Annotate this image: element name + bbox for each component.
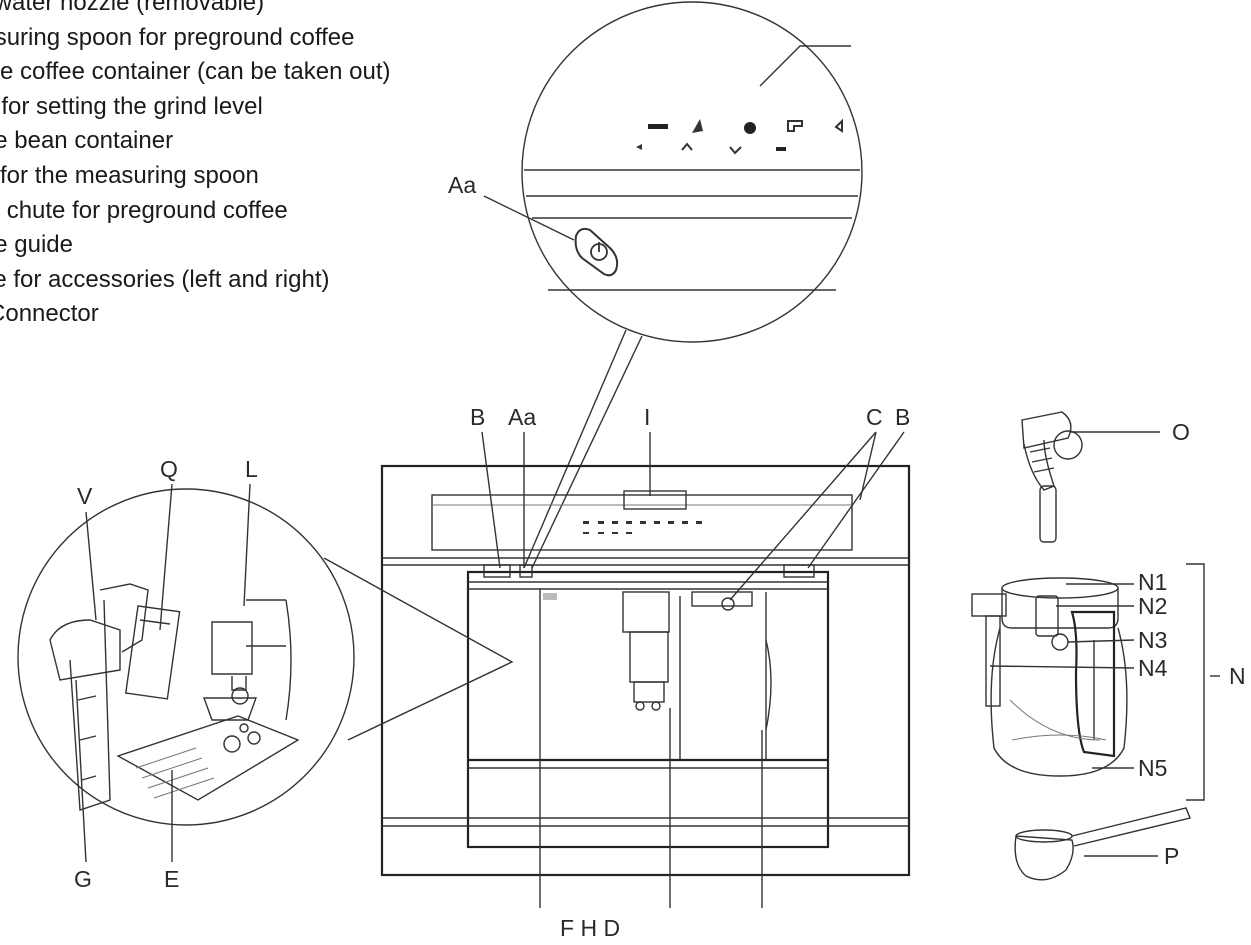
callout-q: Q <box>160 456 178 482</box>
callout-n3: N3 <box>1138 627 1167 653</box>
legend-item: ing chute for preground coffee <box>0 196 288 224</box>
legend-item: ffee bean container <box>0 127 174 155</box>
legend-item: ob for setting the grind level <box>0 92 263 120</box>
legend-item: easuring spoon for preground coffee <box>0 23 355 51</box>
legend-item: aste coffee container (can be taken out) <box>0 58 391 86</box>
callout-g: G <box>74 866 92 892</box>
callout-i: I <box>644 404 650 430</box>
legend-item: ffee guide <box>0 231 73 259</box>
display-icons <box>636 118 843 155</box>
callout-n5: N5 <box>1138 755 1167 781</box>
control-panel-zoom: Aa <box>448 1 863 343</box>
callout-fhd: F H D <box>560 915 620 941</box>
legend-item: ace for accessories (left and right) <box>0 265 330 293</box>
callout-n: N <box>1229 663 1246 689</box>
callout-n2: N2 <box>1138 593 1167 619</box>
callout-b-left: B <box>470 404 485 430</box>
callout-n4: N4 <box>1138 655 1168 681</box>
callout-aa: Aa <box>508 404 536 430</box>
hot-water-nozzle <box>1021 411 1083 543</box>
power-button <box>574 227 619 277</box>
milk-container <box>971 577 1128 777</box>
legend-item: ce for the measuring spoon <box>0 161 259 189</box>
callout-p: P <box>1164 843 1179 869</box>
interior-zoom <box>17 488 514 826</box>
callout-o: O <box>1172 419 1190 445</box>
callout-n1: N1 <box>1138 569 1167 595</box>
coffee-machine <box>380 464 911 877</box>
legend-item: 3 Connector <box>0 300 99 328</box>
callout-power-button: Aa <box>448 172 476 198</box>
parts-legend: ot water nozzle (removable) easuring spo… <box>0 0 391 332</box>
legend-item: ot water nozzle (removable) <box>0 0 265 16</box>
callout-v: V <box>77 483 93 509</box>
callout-c: C <box>866 404 883 430</box>
callout-b-right: B <box>895 404 910 430</box>
callout-l: L <box>245 456 258 482</box>
measuring-spoon <box>1014 807 1191 881</box>
callout-e: E <box>164 866 179 892</box>
